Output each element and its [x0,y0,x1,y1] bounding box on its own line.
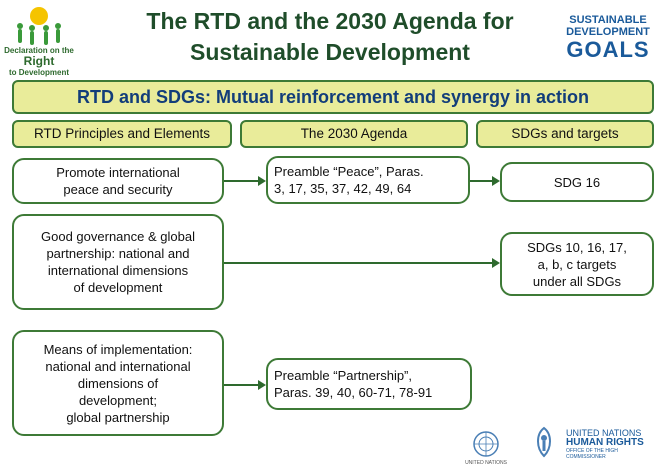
un-emblem-icon [473,431,499,457]
agenda-box-partnership: Preamble “Partnership”, Paras. 39, 40, 6… [266,358,472,410]
ohchr-label: UNITED NATIONS HUMAN RIGHTS OFFICE OF TH… [566,428,644,460]
rtd-box-governance: Good governance & global partnership: na… [12,214,224,310]
rtd-logo-text: Declaration on the Right to Development [4,46,74,77]
sdg-logo: SUSTAINABLE DEVELOPMENT GOALS [566,14,650,62]
sdg-box-partnership: SDGs 10, 16, 17, a, b, c targets under a… [500,232,654,296]
rtd-box-peace: Promote international peace and security [12,158,224,204]
column-header-rtd: RTD Principles and Elements [12,120,232,148]
arrow [470,176,500,186]
arrow [224,176,266,186]
title-line-2: Sustainable Development [190,39,470,65]
title-line-1: The RTD and the 2030 Agenda for [146,8,514,34]
column-header-agenda: The 2030 Agenda [240,120,468,148]
ohchr-emblem-icon [537,426,551,458]
banner: RTD and SDGs: Mutual reinforcement and s… [12,80,654,114]
column-header-sdgs: SDGs and targets [476,120,654,148]
arrow [224,380,266,390]
agenda-box-peace: Preamble “Peace”, Paras. 3, 17, 35, 37, … [266,156,470,204]
arrow [224,258,500,268]
un-label: UNITED NATIONS [465,460,507,466]
rtd-logo [17,7,61,45]
sdg-box-16: SDG 16 [500,162,654,202]
rtd-box-means: Means of implementation: national and in… [12,330,224,436]
page-title: The RTD and the 2030 Agenda for Sustaina… [110,6,550,68]
